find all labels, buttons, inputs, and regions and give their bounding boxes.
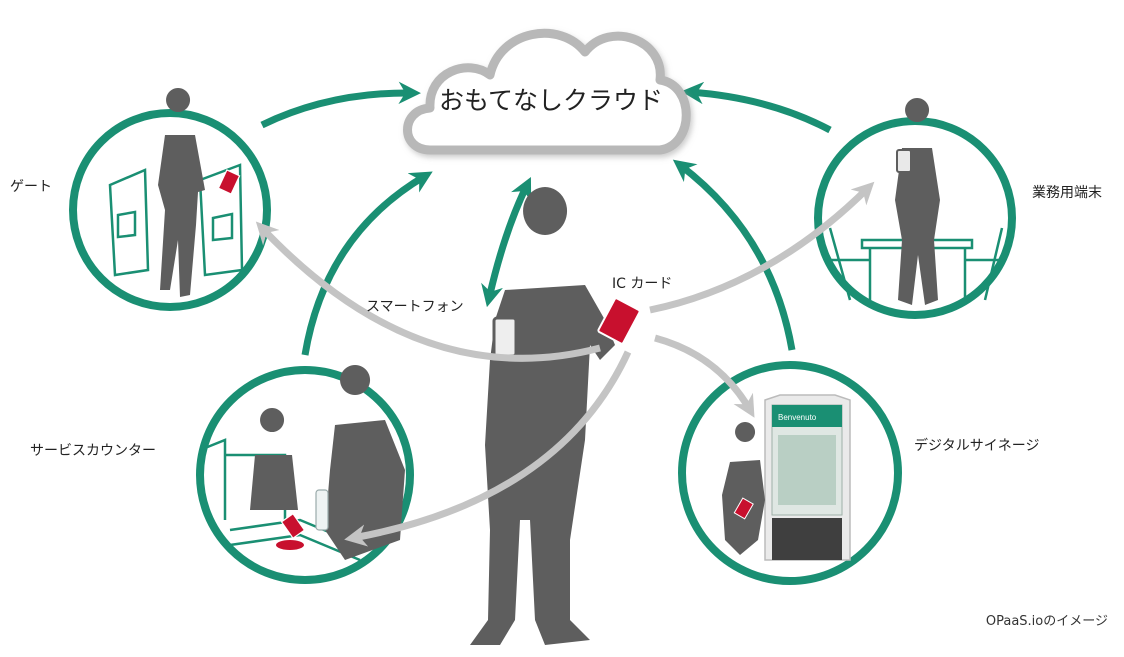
terminal-to-cloud-arrow <box>681 81 832 134</box>
card-to-counter-arrow <box>344 350 632 547</box>
cloud-shape <box>403 28 691 155</box>
central-smartphone <box>492 316 518 358</box>
signage-to-cloud-arrow <box>672 159 796 351</box>
gate-ic-card <box>217 169 241 195</box>
terminal-table <box>828 227 1004 301</box>
service-counter-label: サービスカウンター <box>30 443 156 459</box>
staff-silhouette <box>250 408 298 510</box>
card-reader <box>276 540 304 550</box>
signage-screen-text: Benvenuto <box>778 413 817 422</box>
central-ic-card <box>597 297 641 345</box>
counter-scene <box>196 365 414 584</box>
signage-board <box>764 394 851 561</box>
digital-signage-label: デジタルサイネージ <box>914 438 1040 454</box>
central-person-silhouette <box>470 187 615 645</box>
central-person <box>470 187 641 645</box>
smartphone-label: スマートフォン <box>366 299 464 315</box>
business-terminal-label: 業務用端末 <box>1032 185 1102 201</box>
card-to-gate-arrow <box>255 221 601 362</box>
cloud-links <box>260 81 832 356</box>
counter-ic-card <box>280 512 306 540</box>
smartphone-cloud-arrow <box>481 176 532 308</box>
counter-to-cloud-arrow <box>301 171 433 356</box>
signage-person-silhouette <box>722 422 765 555</box>
gate-to-cloud-arrow <box>260 81 421 129</box>
card-flows <box>255 181 875 547</box>
ic-card-label: IC カード <box>612 276 673 292</box>
card-to-terminal-arrow <box>649 181 875 314</box>
counter-bottle <box>315 489 329 531</box>
gate-scene <box>69 88 271 311</box>
cloud-label: おもてなしクラウド <box>438 86 663 115</box>
terminal-scene <box>814 98 1016 319</box>
gate-label: ゲート <box>10 179 52 195</box>
gate-person-silhouette <box>158 88 205 297</box>
credit-caption: OPaaS.ioのイメージ <box>985 614 1108 629</box>
signage-scene: Benvenuto <box>678 361 902 585</box>
signage-ic-card <box>733 497 754 520</box>
card-to-signage-arrow <box>654 334 755 418</box>
terminal-smartphone <box>896 149 912 173</box>
customer-silhouette <box>325 365 405 560</box>
